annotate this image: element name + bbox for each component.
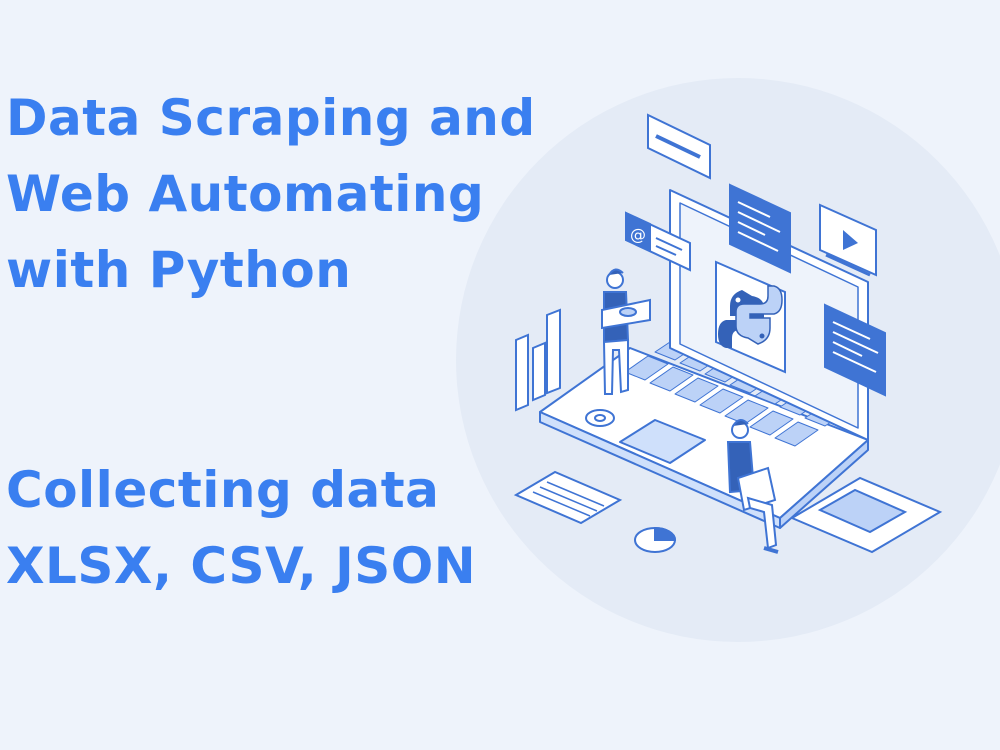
document-icon <box>513 470 623 525</box>
bar-chart-icon <box>515 308 561 412</box>
subheadline: Collecting data XLSX, CSV, JSON <box>6 452 476 604</box>
headline-line-1: Data Scraping and <box>6 89 536 147</box>
python-logo-icon <box>715 260 786 374</box>
person-sitting-icon <box>726 419 779 554</box>
subheadline-line-1: Collecting data <box>6 461 440 519</box>
hero-illustration: @ <box>440 70 1000 650</box>
isometric-illustration: @ <box>456 78 1000 642</box>
headline-line-2: Web Automating <box>6 165 485 223</box>
layout-card-icon <box>789 476 943 554</box>
code-window-icon <box>729 183 791 274</box>
svg-text:@: @ <box>630 225 646 244</box>
gear-icon <box>585 409 615 427</box>
progress-card-icon <box>647 113 711 180</box>
person-standing-icon <box>601 268 651 395</box>
subheadline-line-2: XLSX, CSV, JSON <box>6 537 477 595</box>
video-window-icon <box>819 203 877 277</box>
headline-line-3: with Python <box>6 241 352 299</box>
pie-chart-icon <box>634 526 677 553</box>
headline: Data Scraping and Web Automating with Py… <box>6 80 536 308</box>
email-at-icon: @ <box>625 211 691 272</box>
right-code-window-icon <box>824 303 886 397</box>
